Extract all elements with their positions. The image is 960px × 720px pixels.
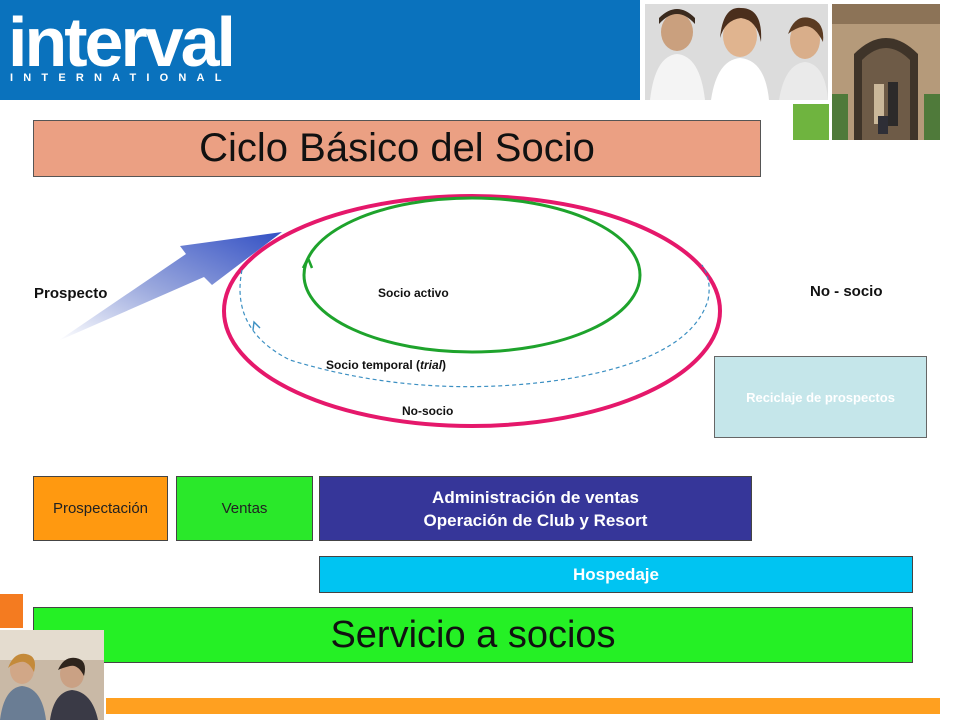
prospect-arrow xyxy=(58,232,282,341)
admin-line-1: Administración de ventas xyxy=(432,487,639,507)
call-center-photo xyxy=(645,4,828,100)
international-logo-text: INTERNATIONAL xyxy=(10,72,232,84)
prospect-recycling-box: Reciclaje de prospectos xyxy=(714,356,927,438)
trial-italic: trial xyxy=(420,358,443,372)
interval-logo: interval xyxy=(8,3,236,81)
trial-dashed-arc xyxy=(239,264,710,388)
decorative-orange-square xyxy=(0,594,23,628)
travelers-photo xyxy=(0,630,104,720)
hotel-entrance-photo xyxy=(832,4,940,140)
lodging-box: Hospedaje xyxy=(319,556,913,593)
header-banner xyxy=(0,0,640,100)
nonmember-right-label: No - socio xyxy=(810,283,883,300)
trial-prefix: Socio temporal ( xyxy=(326,358,421,372)
admin-line-2: Operación de Club y Resort xyxy=(423,510,648,530)
nonmember-inner-label: No-socio xyxy=(402,404,454,418)
trial-arrow-head xyxy=(252,320,261,331)
active-arrow-head xyxy=(301,254,314,269)
diagram-title: Ciclo Básico del Socio xyxy=(33,120,761,177)
administration-box: Administración de ventas Operación de Cl… xyxy=(319,476,752,541)
member-service-box: Servicio a socios xyxy=(33,607,913,663)
trial-member-label: Socio temporal (trial) xyxy=(326,358,446,372)
nonmember-ellipse xyxy=(222,194,722,428)
prospect-label: Prospecto xyxy=(34,285,108,302)
decorative-green-square xyxy=(793,104,829,140)
trial-suffix: ) xyxy=(442,358,447,372)
sales-box: Ventas xyxy=(176,476,313,541)
active-member-label: Socio activo xyxy=(378,286,449,300)
active-member-ellipse xyxy=(302,196,642,354)
bottom-accent-bar xyxy=(106,698,940,714)
prospecting-box: Prospectación xyxy=(33,476,168,541)
